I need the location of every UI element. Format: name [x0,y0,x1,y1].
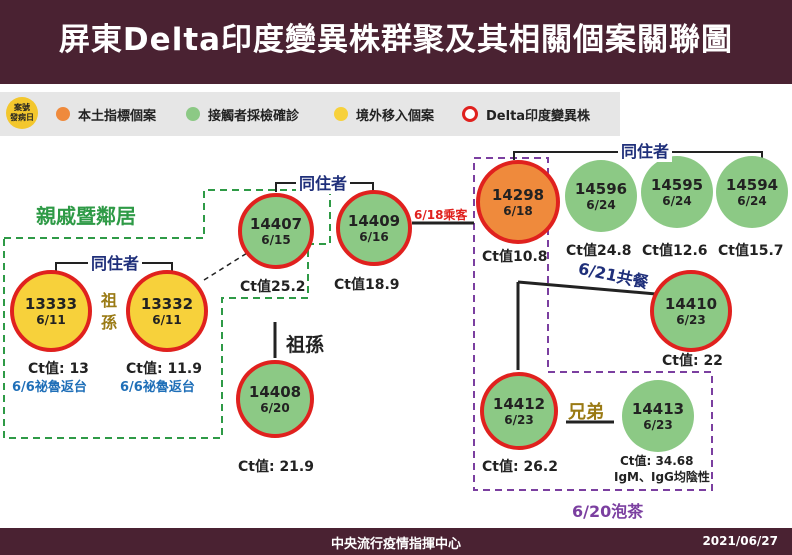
legend-dot-local [56,107,70,121]
case-id: 14407 [249,214,303,233]
case-id: 14413 [631,399,685,418]
case-14408: 14408 6/20 [236,360,314,438]
case-14412: 14412 6/23 [480,372,558,450]
note-13333: 6/6祕魯返台 [12,380,87,395]
case-date: 6/15 [261,232,291,247]
case-date: 6/11 [36,312,66,327]
label-relatives: 親戚暨鄰居 [36,204,136,228]
case-date: 6/11 [152,312,182,327]
ct-14596: Ct值24.8 [566,243,632,259]
ct-14410: Ct值: 22 [662,353,723,369]
case-date: 6/20 [260,400,290,415]
label-passenger: 6/18乘客 [414,208,468,222]
case-id: 14409 [347,211,401,230]
ct-14595: Ct值12.6 [642,243,708,259]
case-date: 6/24 [662,193,692,208]
label-tea: 6/20泡茶 [572,502,644,521]
page-title: 屏東Delta印度變異株群聚及其相關個案關聯圖 [58,22,734,58]
title-bar: 屏東Delta印度變異株群聚及其相關個案關聯圖 [0,0,792,84]
legend-dot-contact [186,107,200,121]
label-grandparent-horizontal: 祖孫 [286,334,325,356]
tea-dashed-box [473,157,713,491]
legend-label-local: 本土指標個案 [78,109,157,124]
case-id: 14595 [650,175,704,194]
legend-label-contact: 接觸者採檢確診 [208,109,300,124]
note-14413: IgM、IgG均陰性 [614,470,710,484]
case-id: 14408 [248,382,302,401]
label-cohabit-right: 同住者 [618,138,673,162]
label-siblings: 兄弟 [568,402,604,423]
case-14413: 14413 6/23 [622,380,694,452]
ct-14409: Ct值18.9 [334,277,400,293]
case-14594: 14594 6/24 [716,156,788,228]
ct-14413: Ct值: 34.68 [620,454,694,468]
footer-date: 2021/06/27 [702,534,778,548]
case-14407: 14407 6/15 [238,193,314,269]
case-date: 6/23 [504,412,534,427]
case-id: 14412 [492,394,546,413]
case-id: 14594 [725,175,779,194]
label-cohabit-middle: 同住者 [296,170,351,194]
ct-14298: Ct值10.8 [482,249,548,265]
ct-13332: Ct值: 11.9 [126,361,202,377]
case-id: 13332 [140,294,194,313]
ct-13333: Ct值: 13 [28,361,89,377]
case-date: 6/24 [586,197,616,212]
legend-label-delta: Delta印度變異株 [486,109,591,124]
label-cohabit-left: 同住者 [88,250,143,274]
case-date: 6/24 [737,193,767,208]
footer-org: 中央流行疫情指揮中心 [330,537,461,552]
case-id: 14298 [491,185,545,204]
ct-14412: Ct值: 26.2 [482,459,558,475]
case-14595: 14595 6/24 [641,156,713,228]
case-14596: 14596 6/24 [565,160,637,232]
link-14298-14410 [517,280,657,296]
link-13332-14407 [203,249,253,281]
case-id: 14410 [664,294,718,313]
footer-bar: 中央流行疫情指揮中心 2021/06/27 [0,528,792,555]
legend-label-imported: 境外移入個案 [356,109,435,124]
case-14409: 14409 6/16 [336,190,412,266]
case-date: 6/23 [676,312,706,327]
case-date: 6/18 [503,203,533,218]
legend: 案號 發病日 本土指標個案 接觸者採檢確診 境外移入個案 Delta印度變異株 [0,92,620,136]
legend-badge: 案號 發病日 [6,97,38,129]
label-grandparent-vertical: 祖孫 [100,291,117,332]
case-13333: 13333 6/11 [10,270,92,352]
ct-14594: Ct值15.7 [718,243,784,259]
case-14410: 14410 6/23 [650,270,732,352]
note-13332: 6/6祕魯返台 [120,380,195,395]
case-14298: 14298 6/18 [476,160,560,244]
case-date: 6/16 [359,229,389,244]
case-id: 14596 [574,179,628,198]
case-id: 13333 [24,294,78,313]
case-13332: 13332 6/11 [126,270,208,352]
legend-dot-delta [462,106,478,122]
ct-14407: Ct值25.2 [240,279,306,295]
ct-14408: Ct值: 21.9 [238,459,314,475]
case-date: 6/23 [643,417,673,432]
legend-dot-imported [334,107,348,121]
